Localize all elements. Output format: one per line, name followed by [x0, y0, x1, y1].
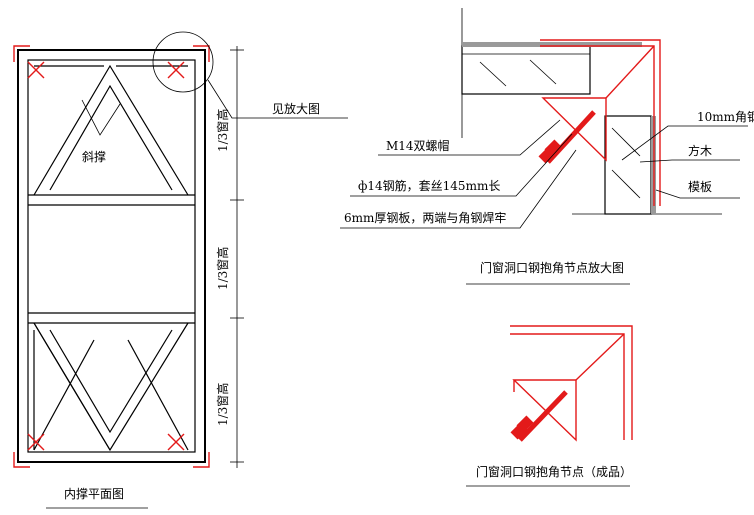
dim-label-2: 1/3窗高	[215, 247, 230, 290]
top-timber	[461, 45, 591, 95]
plan-title: 内撑平面图	[64, 486, 124, 501]
detail-leader	[207, 79, 348, 119]
finished-plate	[512, 379, 577, 442]
brace-plan: 斜撑 见放大图 1/3窗高	[13, 31, 348, 509]
steel-plate	[541, 97, 607, 162]
rebar	[546, 110, 596, 164]
top-brace-outer	[33, 64, 189, 196]
frame-inner	[27, 59, 196, 453]
rebar-label: ф14钢筋，套丝145mm长	[358, 178, 500, 193]
corner-bracket-tl	[13, 45, 45, 79]
plate-label: 6mm厚钢板，两端与角钢焊牢	[344, 210, 506, 225]
finished-angle-outer	[510, 325, 633, 440]
formwork-label: 模板	[688, 180, 712, 194]
finished-title: 门窗洞口钢抱角节点（成品）	[476, 464, 632, 479]
detail-circle	[152, 31, 214, 93]
corner-bracket-bl	[13, 433, 45, 468]
angle-steel-label: 10mm角钢	[697, 110, 754, 124]
frame-outer	[17, 49, 206, 463]
m14-label: M14双螺帽	[386, 138, 450, 153]
nut-2	[544, 139, 562, 157]
dim-label-3: 1/3窗高	[215, 383, 230, 426]
angle-steel-outer	[540, 39, 661, 206]
node-finished: 门窗洞口钢抱角节点（成品）	[466, 325, 633, 487]
dim-label-1: 1/3窗高	[215, 109, 230, 152]
brace-label: 斜撑	[82, 149, 106, 164]
node-detail: M14双螺帽 ф14钢筋，套丝145mm长 6mm厚钢板，两端与角钢焊牢 10m…	[340, 8, 754, 285]
timber-label: 方木	[688, 143, 712, 158]
side-timber	[604, 115, 652, 215]
finished-rebar	[518, 390, 568, 442]
detail-title: 门窗洞口钢抱角节点放大图	[480, 260, 624, 275]
corner-bracket-tr	[167, 45, 210, 79]
see-detail-label: 见放大图	[272, 101, 320, 116]
corner-bracket-br	[167, 433, 210, 468]
